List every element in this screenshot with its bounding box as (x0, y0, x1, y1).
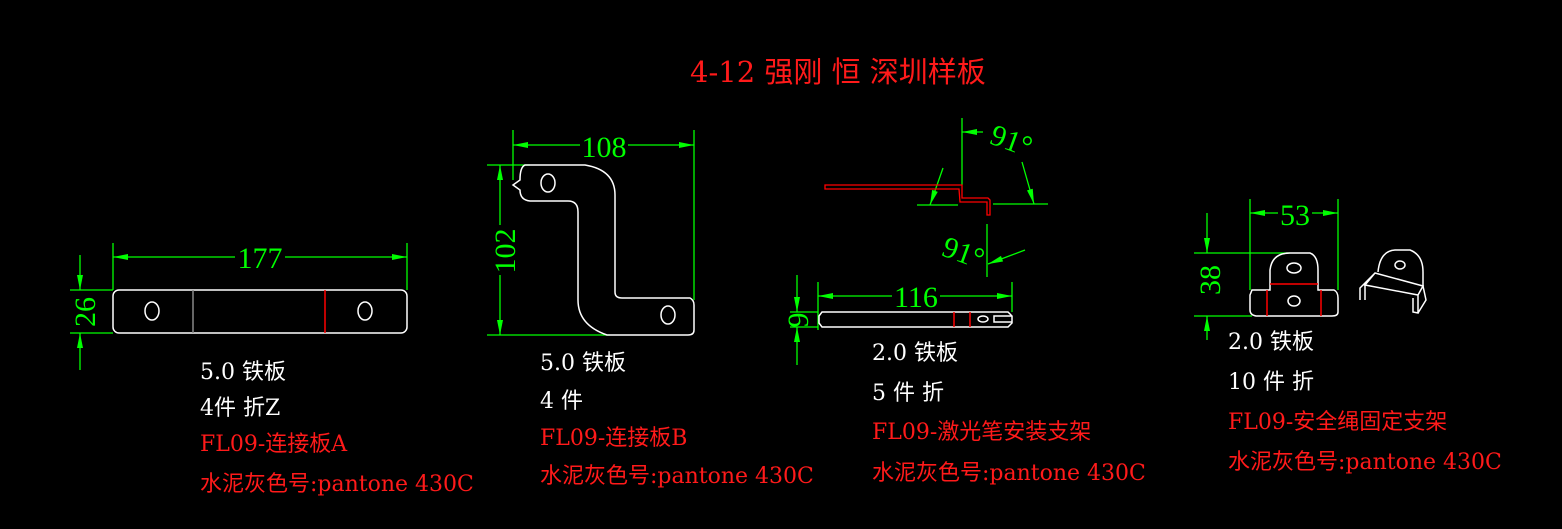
part-c-dimensions (790, 118, 1048, 365)
color-spec: 水泥灰色号:pantone 430C (872, 461, 1146, 486)
quantity: 10 件 折 (1228, 370, 1314, 395)
material: 5.0 铁板 (200, 360, 286, 385)
dim-a-height: 26 (69, 297, 102, 327)
part-c-bend-profile (824, 184, 991, 216)
dim-a-length: 177 (238, 242, 283, 275)
dim-c-height: 9 (782, 313, 815, 328)
part-name: FL09-连接板A (200, 432, 348, 457)
dim-b-height: 102 (489, 229, 522, 274)
part-d-flat-outline (1249, 252, 1339, 317)
part-b-outline (511, 164, 695, 336)
part-d-3d-view (1359, 249, 1427, 314)
material: 2.0 铁板 (872, 341, 958, 366)
drawing-title: 4-12 强刚 恒 深圳样板 (690, 55, 986, 89)
color-spec: 水泥灰色号:pantone 430C (200, 472, 474, 497)
dim-c-angle-top: 91° (986, 118, 1037, 163)
quantity: 5 件 折 (872, 381, 944, 406)
color-spec: 水泥灰色号:pantone 430C (540, 464, 814, 489)
dim-c-length: 116 (894, 281, 938, 314)
part-d-dimensions (1194, 199, 1339, 340)
material: 5.0 铁板 (540, 351, 626, 376)
quantity: 4件 折Z (200, 396, 281, 421)
quantity: 4 件 (540, 389, 583, 414)
part-name: FL09-连接板B (540, 426, 688, 451)
material: 2.0 铁板 (1228, 330, 1314, 355)
dim-d-height: 38 (1194, 265, 1227, 295)
dim-d-width: 53 (1280, 199, 1310, 232)
part-name: FL09-安全绳固定支架 (1228, 410, 1448, 435)
part-c-strip (818, 311, 1013, 328)
part-name: FL09-激光笔安装支架 (872, 420, 1092, 445)
part-b-dimensions (487, 130, 695, 336)
part-a-dimensions (70, 243, 408, 370)
dim-b-width: 108 (582, 131, 627, 164)
dim-c-angle-bottom: 91° (938, 230, 989, 275)
color-spec: 水泥灰色号:pantone 430C (1228, 450, 1502, 475)
part-a-outline (112, 289, 408, 334)
